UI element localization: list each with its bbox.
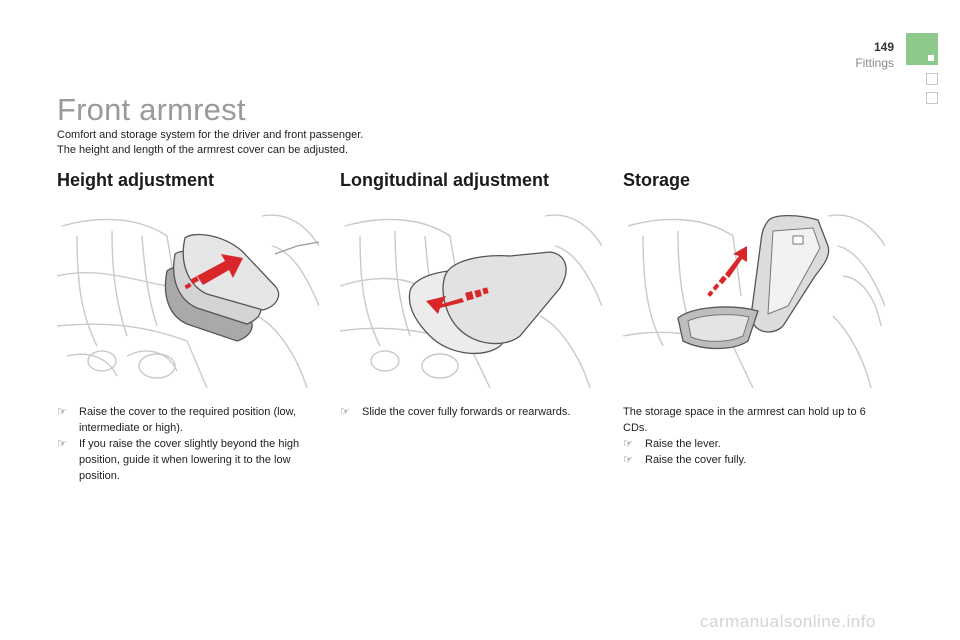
- section-heading: Storage: [623, 170, 691, 190]
- storage-instructions: The storage space in the armrest can hol…: [623, 404, 885, 468]
- intro-text: Comfort and storage system for the drive…: [57, 128, 617, 158]
- chapter-tab[interactable]: [926, 73, 938, 85]
- list-item: ☞Raise the lever.: [623, 438, 721, 450]
- pointing-finger-icon: ☞: [57, 438, 67, 450]
- page-number: 149: [873, 40, 894, 54]
- arrow-up-icon: [707, 246, 747, 297]
- pointing-finger-icon: ☞: [340, 406, 350, 418]
- pointing-finger-icon: ☞: [623, 454, 633, 466]
- list-item: ☞If you raise the cover slightly beyond …: [57, 438, 300, 482]
- arrow-up-icon: [184, 254, 243, 290]
- watermark: carmanualsonline.info: [700, 612, 876, 631]
- longitudinal-adjustment-section: Longitudinal adjustment ☞Slide the cover…: [340, 170, 602, 418]
- intro-line: The height and length of the armrest cov…: [57, 144, 349, 156]
- chapter-tab-active[interactable]: [906, 33, 938, 65]
- storage-illustration: [623, 214, 885, 388]
- arrow-forward-icon: [426, 287, 489, 314]
- height-instructions: ☞Raise the cover to the required positio…: [57, 404, 319, 484]
- storage-section: Storage The storage space in the armrest…: [623, 170, 885, 466]
- armrest-cover-rear: [442, 251, 567, 345]
- list-item: ☞Raise the cover to the required positio…: [57, 406, 297, 434]
- longitudinal-adjustment-illustration: [340, 214, 602, 388]
- height-adjustment-illustration: [57, 214, 319, 388]
- longitudinal-instructions: ☞Slide the cover fully forwards or rearw…: [340, 404, 602, 420]
- list-item: ☞Raise the cover fully.: [623, 454, 747, 466]
- pointing-finger-icon: ☞: [623, 438, 633, 450]
- height-adjustment-section: Height adjustment ☞Raise the cover: [57, 170, 319, 482]
- section-heading: Height adjustment: [57, 170, 215, 190]
- section-name: Fittings: [855, 56, 894, 70]
- chapter-tab[interactable]: [926, 92, 938, 104]
- page-title: Front armrest: [57, 92, 246, 127]
- intro-line: Comfort and storage system for the drive…: [57, 129, 364, 141]
- tab-marker: [928, 55, 934, 61]
- list-item: ☞Slide the cover fully forwards or rearw…: [340, 406, 571, 418]
- section-heading: Longitudinal adjustment: [340, 170, 549, 190]
- storage-description: The storage space in the armrest can hol…: [623, 406, 866, 434]
- pointing-finger-icon: ☞: [57, 406, 67, 418]
